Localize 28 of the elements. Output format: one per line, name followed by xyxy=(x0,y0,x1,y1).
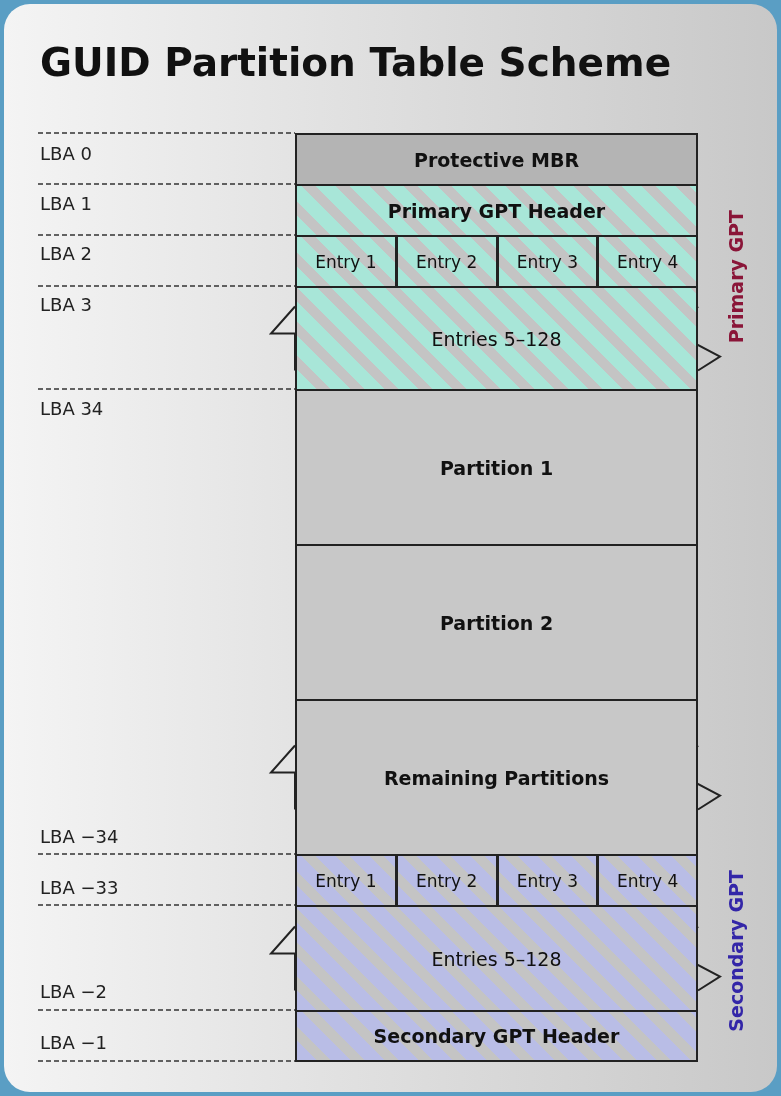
lba-label: LBA 34 xyxy=(40,398,104,419)
entry-cell: Entry 3 xyxy=(496,235,599,288)
partition-block: Partition 2 xyxy=(295,544,698,701)
header-block: Primary GPT Header xyxy=(295,184,698,237)
lba-label: LBA −1 xyxy=(40,1032,107,1053)
lba-label: LBA 3 xyxy=(40,294,92,315)
entry-cell: Entry 2 xyxy=(395,235,498,288)
lba-label: LBA −34 xyxy=(40,826,119,847)
entry-cell: Entry 3 xyxy=(496,854,599,907)
header-block: Secondary GPT Header xyxy=(295,1010,698,1062)
title: GUID Partition Table Scheme xyxy=(40,40,672,85)
entry-cell: Entry 1 xyxy=(295,235,397,288)
entry-cell: Entry 1 xyxy=(295,854,397,907)
lba-label: LBA −2 xyxy=(40,981,107,1002)
partition-block: Partition 1 xyxy=(295,389,698,546)
entries-block: Entries 5–128 xyxy=(295,286,698,391)
mbr-block: Protective MBR xyxy=(295,133,698,186)
entry-cell: Entry 2 xyxy=(395,854,498,907)
section-label: Primary GPT xyxy=(725,210,747,344)
entries-block: Entries 5–128 xyxy=(295,905,698,1012)
lba-label: LBA 1 xyxy=(40,193,92,214)
entry-cell: Entry 4 xyxy=(597,854,698,907)
partition-block: Remaining Partitions xyxy=(295,699,698,856)
lba-label: LBA 0 xyxy=(40,143,92,164)
lba-label: LBA 2 xyxy=(40,243,92,264)
section-label: Secondary GPT xyxy=(725,870,747,1032)
entry-cell: Entry 4 xyxy=(597,235,698,288)
lba-label: LBA −33 xyxy=(40,877,119,898)
